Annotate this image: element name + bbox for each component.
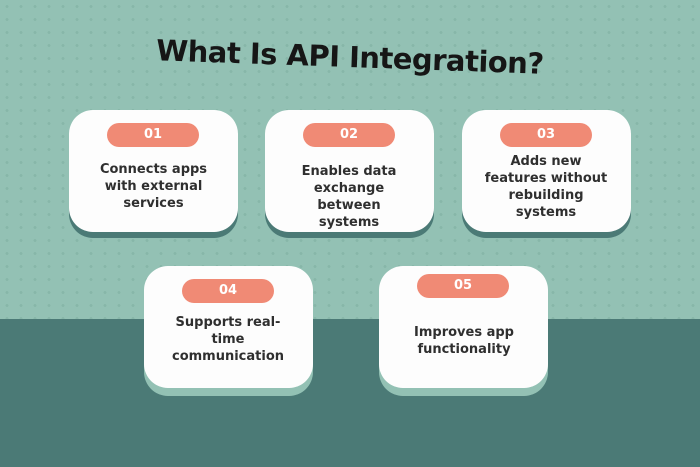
item-text: Adds new features without rebuilding sys… [484,154,608,220]
item-card-2: 02 Enables data exchange between systems [265,110,434,232]
item-text: Connects apps with external services [99,162,208,211]
item-text: Supports real-time communication [171,315,285,364]
item-number-badge: 01 [107,123,199,147]
item-number-badge: 05 [417,274,509,298]
item-card-3: 03 Adds new features without rebuilding … [462,110,631,232]
item-number-badge: 03 [500,123,592,147]
item-card-4: 04 Supports real-time communication [144,266,313,388]
item-text: Enables data exchange between systems [301,164,397,230]
bottom-band [0,319,700,467]
item-card-1: 01 Connects apps with external services [69,110,238,232]
item-text: Improves app functionality [414,325,514,357]
item-number-badge: 04 [182,279,274,303]
item-number-badge: 02 [303,123,395,147]
item-card-5: 05 Improves app functionality [379,266,548,388]
